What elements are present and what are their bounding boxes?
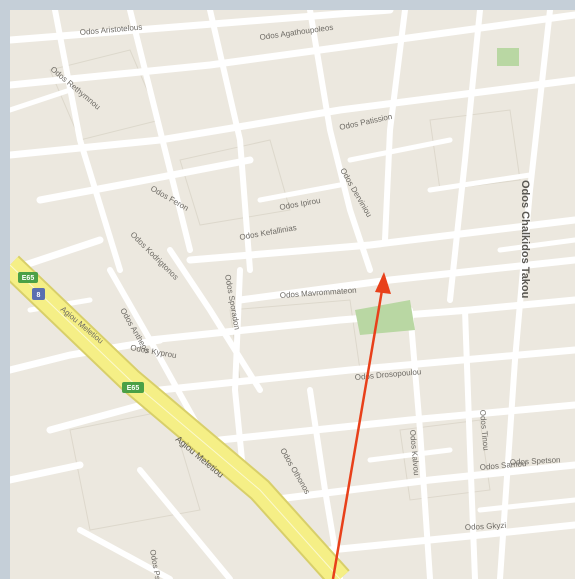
svg-text:E65: E65: [22, 275, 35, 282]
street-label: Odos Tinou: [478, 409, 491, 451]
direction-arrow-icon[interactable]: [331, 272, 391, 579]
vertical-street-label: Odos Chalkidos Takou: [519, 180, 531, 298]
park-area: [355, 300, 415, 335]
svg-text:E65: E65: [127, 385, 140, 392]
street-label: Odos Gkyzi: [465, 521, 507, 532]
street-label: Odos Spetson: [510, 455, 561, 467]
road-badge: 8: [32, 288, 45, 300]
road-badge: E65: [18, 272, 38, 283]
map-canvas[interactable]: Agiou Meletiou Agiou Meletiou Odos Arist…: [10, 10, 575, 579]
road-badge: E65: [122, 382, 144, 393]
street-label: Odos Kalvou: [408, 429, 421, 475]
svg-text:8: 8: [37, 292, 41, 299]
park-area-north: [497, 48, 519, 66]
street-label: Odos Samou: [479, 459, 526, 472]
map-viewport[interactable]: Agiou Meletiou Agiou Meletiou Odos Arist…: [10, 10, 575, 579]
